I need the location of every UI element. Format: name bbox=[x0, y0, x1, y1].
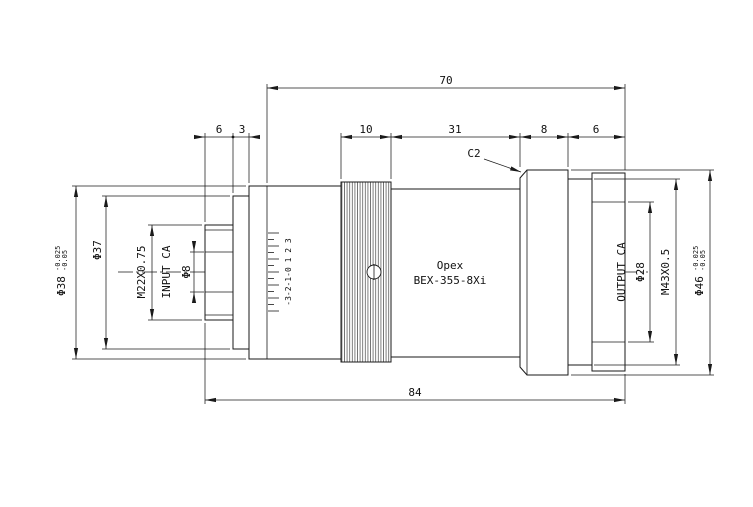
dim-8-label: 8 bbox=[541, 123, 548, 136]
dim-input-ca: INPUT CA Φ8 bbox=[160, 241, 204, 303]
chamfer-label: C2 bbox=[467, 147, 480, 160]
rear-step bbox=[567, 178, 593, 366]
dim-6-left-label: 6 bbox=[216, 123, 223, 136]
dim-84-label: 84 bbox=[408, 386, 422, 399]
dim-70-label: 70 bbox=[439, 74, 452, 87]
callout-c2: C2 bbox=[467, 147, 522, 173]
focus-scale-numbers: -3-2-1-0 1 2 3 bbox=[284, 238, 293, 306]
svg-text:-3-2-1-0 1 2 3: -3-2-1-0 1 2 3 bbox=[284, 238, 293, 306]
dim-phi37: Φ37 bbox=[91, 195, 230, 350]
dim-output-ca: OUTPUT CA Φ28 bbox=[615, 201, 654, 343]
dim-m43: M43X0.5 bbox=[594, 178, 680, 366]
dim-phi46: Φ46 -0.025 -0.05 bbox=[571, 169, 714, 376]
chamfer-leader bbox=[483, 158, 522, 173]
dim-70: 70 bbox=[266, 74, 626, 183]
input-thread-stub bbox=[204, 224, 234, 321]
output-thread-cylinder bbox=[591, 172, 626, 372]
svg-text:Φ28: Φ28 bbox=[634, 262, 647, 282]
brand-label: Opex bbox=[437, 259, 464, 272]
m22-thread-label: M22X0.75 bbox=[135, 246, 148, 299]
focus-scale-ticks bbox=[268, 232, 279, 312]
svg-text:Φ37: Φ37 bbox=[91, 240, 104, 260]
dim-m22: M22X0.75 bbox=[135, 224, 202, 321]
svg-text:-0.025: -0.025 bbox=[54, 246, 62, 271]
svg-text:M22X0.75: M22X0.75 bbox=[135, 246, 148, 299]
dim-31-label: 31 bbox=[448, 123, 461, 136]
phi38-label: Φ38 -0.025 -0.05 bbox=[54, 246, 69, 296]
main-barrel bbox=[390, 188, 521, 358]
svg-text:-0.05: -0.05 bbox=[61, 250, 69, 271]
model-label: BEX-355-8Xi bbox=[414, 274, 487, 287]
dim-6-right-label: 6 bbox=[593, 123, 600, 136]
knurled-focus-ring bbox=[340, 181, 392, 363]
dim-dot bbox=[231, 135, 235, 139]
dim-10-label: 10 bbox=[359, 123, 372, 136]
lens-body: -3-2-1-0 1 2 3 Opex BEX-355-8Xi bbox=[204, 169, 626, 376]
phi37-label: Φ37 bbox=[91, 240, 104, 260]
dim-row-upper: 10 31 8 6 bbox=[340, 123, 625, 179]
svg-text:Φ8: Φ8 bbox=[180, 265, 193, 278]
scale-ring bbox=[248, 185, 342, 360]
phi28-label: Φ28 bbox=[634, 262, 647, 282]
output-ca-label: OUTPUT CA bbox=[615, 242, 628, 302]
svg-text:INPUT CA: INPUT CA bbox=[160, 245, 173, 298]
front-flange bbox=[232, 195, 250, 350]
svg-text:Φ38: Φ38 bbox=[55, 276, 68, 296]
m43-thread-label: M43X0.5 bbox=[659, 249, 672, 295]
svg-text:Φ46: Φ46 bbox=[693, 276, 706, 296]
dim-84: 84 bbox=[204, 323, 626, 404]
dim-phi38: Φ38 -0.025 -0.05 bbox=[54, 185, 246, 360]
svg-text:M43X0.5: M43X0.5 bbox=[659, 249, 672, 295]
input-ca-label: INPUT CA bbox=[160, 245, 173, 298]
dim-3-label: 3 bbox=[239, 123, 246, 136]
dim-row-left: 6 3 bbox=[194, 123, 260, 222]
phi46-label: Φ46 -0.025 -0.05 bbox=[692, 246, 707, 296]
svg-text:OUTPUT CA: OUTPUT CA bbox=[615, 242, 628, 302]
svg-text:-0.05: -0.05 bbox=[699, 250, 707, 271]
phi8-label: Φ8 bbox=[180, 265, 193, 278]
svg-text:-0.025: -0.025 bbox=[692, 246, 700, 271]
